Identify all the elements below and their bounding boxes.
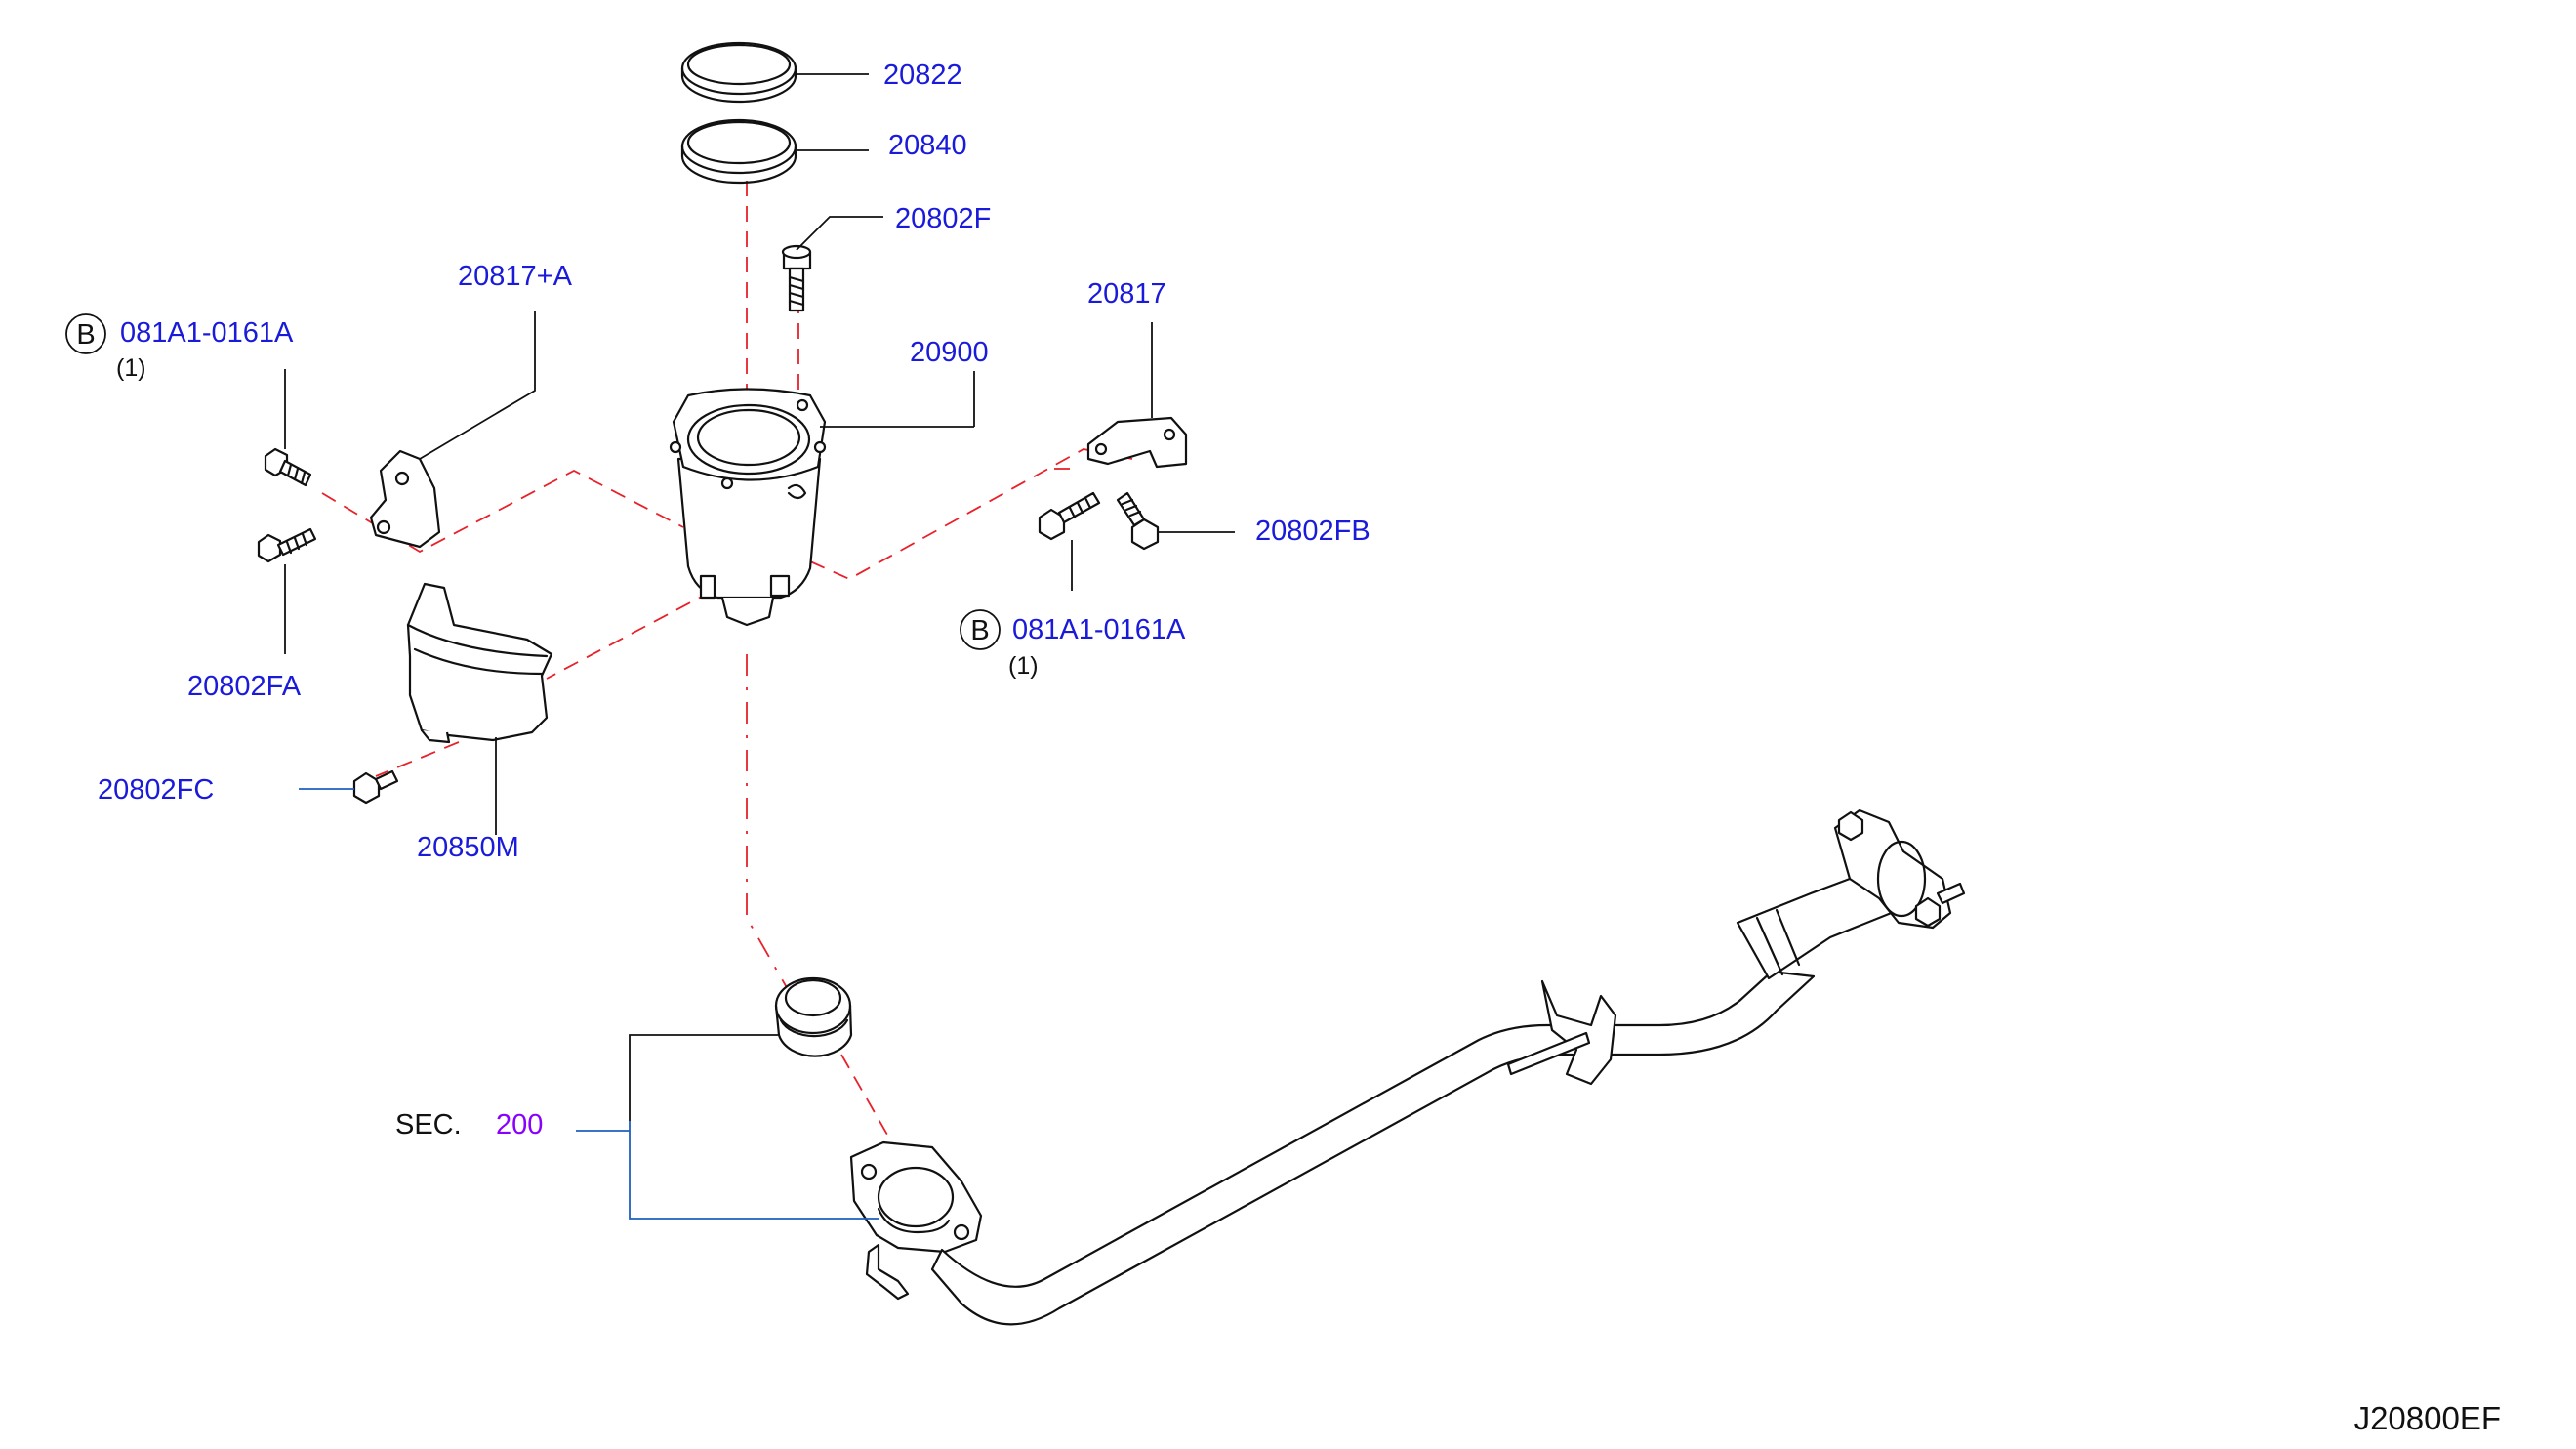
b-marker-left: B: [76, 319, 95, 351]
label-20802FB[interactable]: 20802FB: [1255, 516, 1370, 547]
b-marker-circle-right: [960, 609, 1001, 650]
label-20900[interactable]: 20900: [910, 337, 989, 368]
label-20817[interactable]: 20817: [1087, 278, 1166, 310]
qty-081A1-right: (1): [1008, 652, 1039, 680]
bracket-20817A: [369, 449, 441, 549]
label-20802F[interactable]: 20802F: [895, 203, 991, 234]
pipe-gasket: [774, 976, 853, 1057]
b-marker-circle-left: [65, 313, 106, 354]
heat-shield-20850M: [406, 582, 553, 744]
label-081A1-left[interactable]: 081A1-0161A: [120, 317, 294, 349]
b-marker-right: B: [970, 615, 989, 646]
label-20802FC[interactable]: 20802FC: [98, 774, 214, 806]
seal-ring-20822: [680, 41, 797, 104]
sec-number-link[interactable]: 200: [496, 1109, 543, 1140]
leader-lines: [284, 73, 1235, 1220]
seal-ring-20840: [680, 118, 797, 185]
bolt-20802FA: [257, 527, 317, 563]
diagram-code: J20800EF: [2354, 1400, 2501, 1436]
label-20840[interactable]: 20840: [888, 130, 967, 161]
label-20802FA[interactable]: 20802FA: [187, 671, 302, 702]
stud-bolt-20802F: [781, 244, 812, 312]
qty-081A1-left: (1): [116, 354, 146, 382]
front-exhaust-pipe: [849, 808, 1966, 1326]
label-20850M[interactable]: 20850M: [417, 832, 519, 863]
sec-prefix: SEC.: [395, 1109, 462, 1140]
catalytic-converter-20900: [669, 388, 827, 627]
bolt-20802FC: [352, 769, 399, 805]
label-081A1-right[interactable]: 081A1-0161A: [1012, 614, 1186, 645]
bolt-081A1-left: [264, 447, 312, 487]
bracket-20817: [1086, 416, 1188, 469]
bolt-20802FB: [1116, 491, 1160, 551]
label-20817A[interactable]: 20817+A: [458, 261, 573, 292]
label-20822[interactable]: 20822: [883, 60, 962, 91]
bolt-081A1-right: [1038, 491, 1101, 541]
